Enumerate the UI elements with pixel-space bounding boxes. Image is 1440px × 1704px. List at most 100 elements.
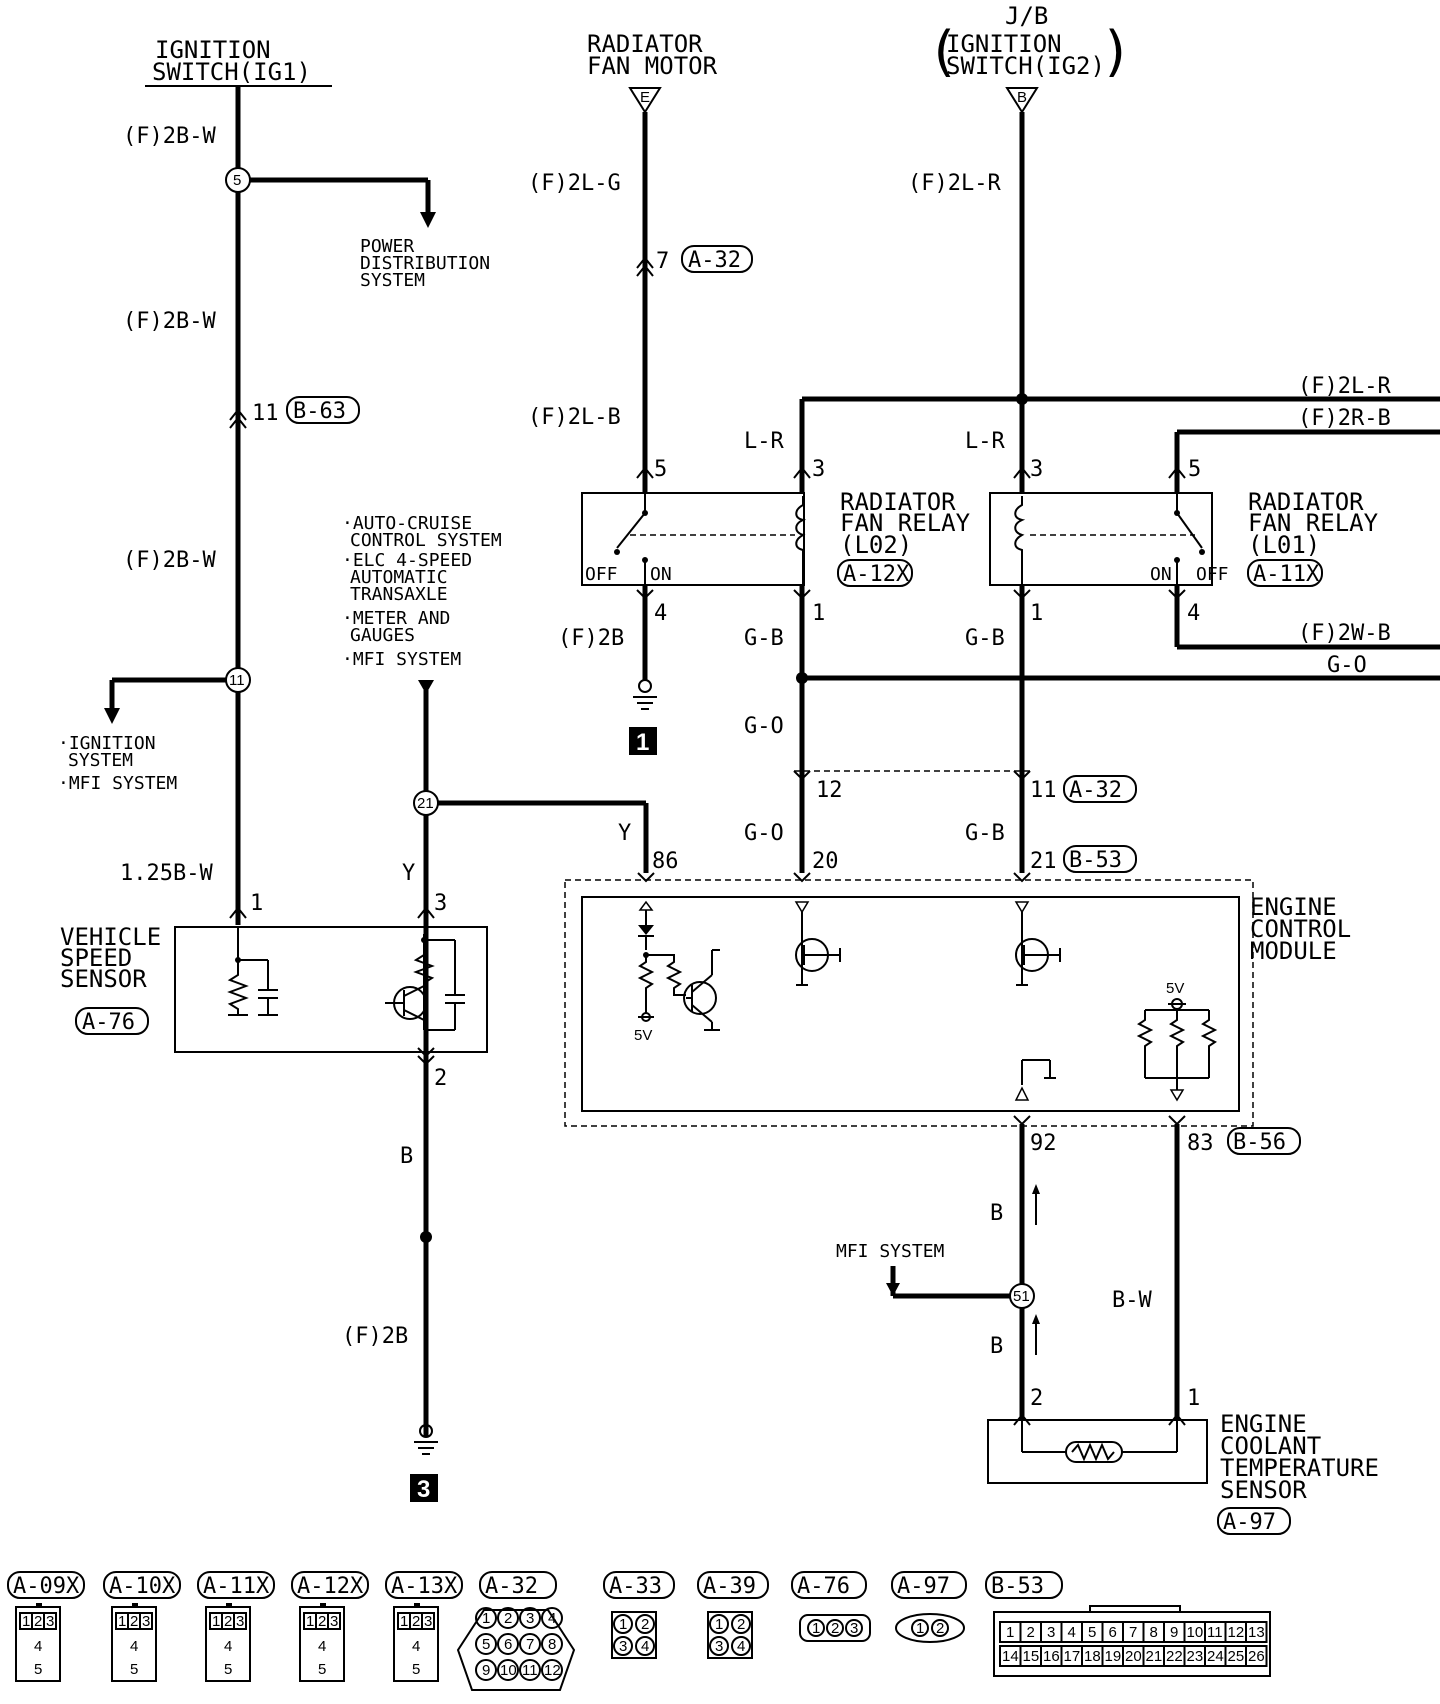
wire-label-gb-3: G-B — [965, 821, 1005, 846]
ecm-5v-label-1: 5V — [634, 1027, 652, 1044]
connector-b63 — [286, 396, 360, 424]
cruise-line7: GAUGES — [350, 625, 415, 646]
legend-pin-label: 3 — [715, 1638, 723, 1655]
legend-pin-label: 2 — [831, 1620, 839, 1637]
vss-pin-3: 3 — [434, 891, 447, 916]
ecm-pin-21: 21 — [1030, 849, 1057, 874]
fan-motor-pin: E — [640, 89, 650, 106]
legend-quad-pin — [731, 1636, 751, 1656]
ecm-pin-83: 83 — [1187, 1131, 1214, 1156]
legend-b53-cell — [1245, 1645, 1268, 1667]
engine-control-module: ENGINE CONTROL MODULE 5V — [564, 879, 1351, 1127]
splice-5 — [225, 167, 251, 193]
legend-pin-label: 2 — [737, 1616, 745, 1633]
radiator-fan-relay-l02: OFF ON RADIATOR FAN RELAY (L02) A-12X — [581, 488, 971, 587]
legend-quad-pin — [709, 1614, 729, 1634]
legend-pin-label: 1 — [22, 1613, 30, 1630]
vss-label-line3: SENSOR — [60, 965, 147, 993]
ground-1-label: 1 — [636, 729, 649, 756]
legend-pin-label: 3 — [619, 1638, 627, 1655]
legend-quad-connector — [611, 1611, 657, 1659]
ecm-pin-20: 20 — [812, 849, 839, 874]
legend-a32-pin — [475, 1607, 497, 1629]
wire-label-f2wb: (F)2W-B — [1298, 621, 1391, 646]
legend-pin-label: 5 — [130, 1661, 138, 1678]
connector-b53-top — [1063, 845, 1137, 873]
relay-l02-line3: (L02) — [840, 531, 912, 559]
relay-l02-off: OFF — [585, 564, 618, 585]
fan-motor-line2: FAN MOTOR — [587, 52, 718, 80]
legend-pin-cell — [43, 1612, 57, 1630]
ig1-label-line2: SWITCH(IG1) — [152, 58, 311, 86]
arrow-mfi-system — [886, 1283, 900, 1296]
wire-label-go-1: G-O — [744, 714, 784, 739]
legend-label-pill-a-10x — [103, 1571, 181, 1599]
legend-relay-key — [226, 1603, 232, 1607]
ect-label-line4: SENSOR — [1220, 1476, 1307, 1504]
pin-11-b63: 11 — [252, 401, 279, 426]
legend-pin-label: 4 — [318, 1638, 326, 1655]
legend-relay-key — [320, 1603, 326, 1607]
connector-a12x-label: A-12X — [843, 562, 910, 587]
legend-pin-label: 11 — [522, 1662, 538, 1679]
ect-label-line1: ENGINE — [1220, 1410, 1307, 1438]
fan-motor-terminal — [628, 87, 662, 114]
connector-a32-top — [681, 245, 753, 273]
legend-label-pill-a-39 — [697, 1571, 769, 1599]
ecm-label-line1: ENGINE — [1250, 893, 1337, 921]
legend-pin-label: 4 — [548, 1610, 556, 1627]
splice-21 — [413, 790, 439, 816]
ecm-pin-86: 86 — [652, 849, 679, 874]
svg-text:(: ( — [927, 20, 960, 83]
legend-pin-cell — [233, 1612, 247, 1630]
legend-quad-pin — [731, 1614, 751, 1634]
legend-pin-label: 11 — [1207, 1624, 1223, 1641]
legend-pin-label: 10 — [1187, 1624, 1204, 1641]
legend-tri-connector — [799, 1614, 871, 1642]
legend-label-a-11x: A-11X — [203, 1574, 270, 1599]
legend-pin-label: 7 — [526, 1636, 534, 1653]
ig1-label-line1: IGNITION — [155, 36, 271, 64]
legend-label-pill-a-09x — [7, 1571, 85, 1599]
svg-text:): ) — [1100, 20, 1133, 83]
legend-pin-label: 4 — [130, 1638, 138, 1655]
legend-pin-label: 2 — [412, 1613, 420, 1630]
legend-pin-label: 10 — [500, 1662, 517, 1679]
wire-label-b-1: B — [400, 1144, 413, 1169]
wire-label-f2b-ground1: (F)2B — [558, 626, 624, 651]
legend-quad-pin — [635, 1614, 655, 1634]
legend-quad-pin — [613, 1636, 633, 1656]
wire-label-125bw: 1.25B-W — [120, 861, 213, 886]
legend-label-b-53: B-53 — [991, 1574, 1044, 1599]
legend-label-a-10x: A-10X — [109, 1574, 176, 1599]
wire-label-lr-2: L-R — [965, 429, 1005, 454]
legend-tri-pin — [807, 1619, 825, 1637]
relay-l01-on: ON — [1150, 564, 1172, 585]
cruise-line3: ·ELC 4-SPEED — [342, 550, 472, 571]
legend-pin-label: 4 — [224, 1638, 232, 1655]
power-dist-line2: DISTRIBUTION — [360, 253, 490, 274]
wire-label-f2lr-1: (F)2L-R — [908, 171, 1001, 196]
connector-a76 — [75, 1007, 149, 1035]
power-dist-line3: SYSTEM — [360, 270, 425, 291]
jb-pin: B — [1017, 89, 1027, 106]
legend-label-pill-a-32 — [479, 1571, 557, 1599]
legend-pin-label: 14 — [1002, 1648, 1019, 1665]
legend-pin-label: 16 — [1043, 1648, 1060, 1665]
cruise-line5: TRANSAXLE — [350, 584, 448, 605]
wire-label-y-1: Y — [618, 821, 631, 846]
legend-pin-label: 3 — [1047, 1624, 1055, 1641]
splice-5-label: 5 — [233, 172, 241, 189]
splice-11-label: 11 — [229, 672, 245, 689]
legend-pin-label: 9 — [1170, 1624, 1178, 1641]
legend-a32-pin — [475, 1659, 497, 1681]
legend-label-pill-a-11x — [197, 1571, 275, 1599]
relay-l01-off: OFF — [1196, 564, 1229, 585]
legend-pin-label: 18 — [1084, 1648, 1101, 1665]
legend-pin-cell — [421, 1612, 435, 1630]
legend-quad-pin — [709, 1636, 729, 1656]
legend-pin-label: 1 — [400, 1613, 408, 1630]
legend-pin-label: 5 — [1088, 1624, 1096, 1641]
legend-pin-label: 3 — [236, 1613, 244, 1630]
legend-pin-label: 4 — [34, 1638, 42, 1655]
